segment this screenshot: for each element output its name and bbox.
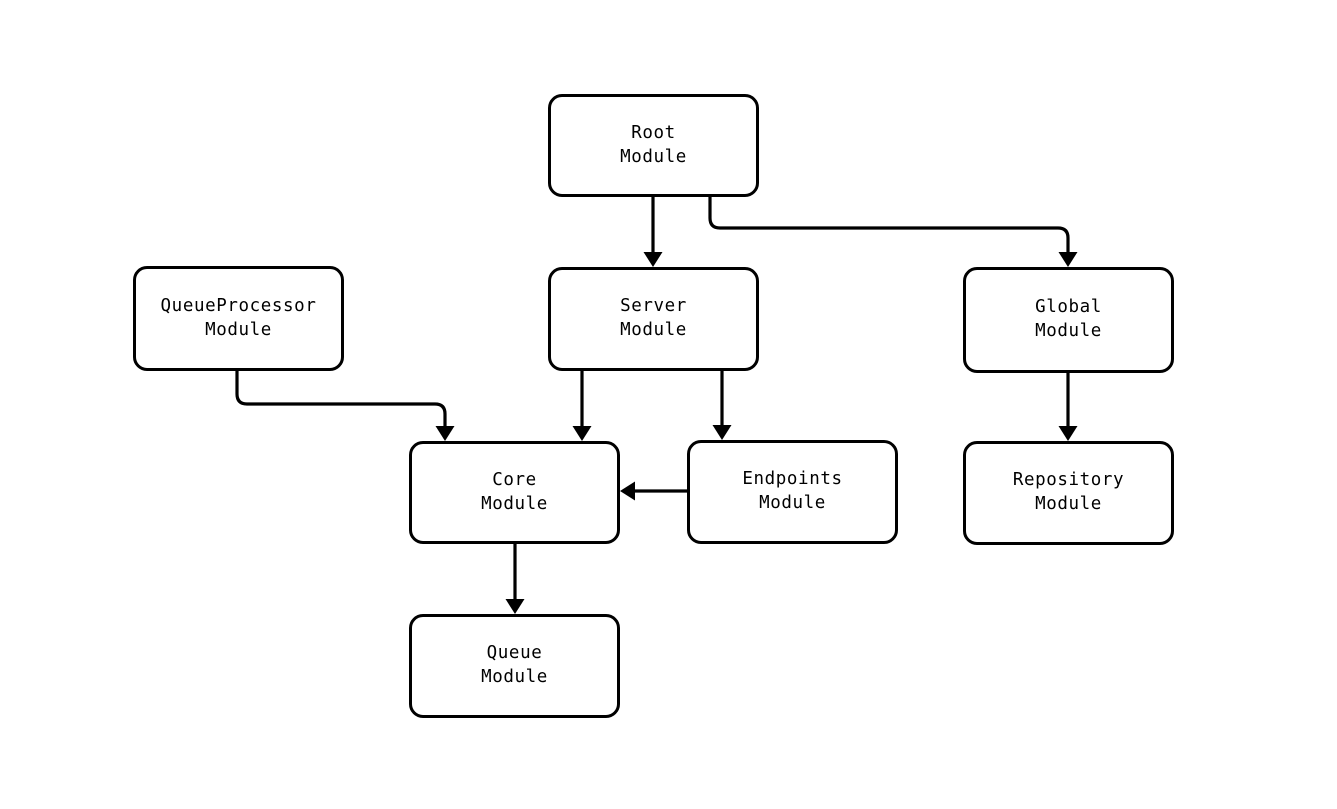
node-core-name: Core: [492, 469, 537, 490]
arrowhead-global-to-repository: [1058, 426, 1078, 441]
node-queueprocessor-name: QueueProcessor: [160, 295, 317, 316]
arrowhead-core-to-queue: [505, 599, 525, 614]
arrowhead-endpoints-to-core: [620, 481, 635, 501]
node-server-suffix: Module: [620, 320, 687, 340]
node-queue-suffix: Module: [481, 667, 548, 687]
node-endpoints-suffix: Module: [759, 493, 826, 513]
arrowhead-server-to-core: [572, 426, 592, 441]
arrowhead-queueprocessor-to-core: [435, 426, 455, 441]
node-root-name: Root: [631, 122, 676, 143]
arrowhead-server-to-endpoints: [712, 425, 732, 440]
node-global-suffix: Module: [1035, 321, 1102, 341]
node-server-name: Server: [620, 296, 687, 317]
node-core-suffix: Module: [481, 493, 548, 514]
arrowhead-root-to-global: [1058, 252, 1078, 267]
node-repository-name: Repository: [1012, 470, 1125, 491]
edge-queueprocessor-to-core: [235, 371, 447, 432]
node-repository-suffix: Module: [1035, 494, 1102, 514]
node-global-name: Global: [1035, 297, 1102, 318]
node-endpoints-name: Endpoints: [742, 469, 843, 490]
node-queueprocessor-suffix: Module: [205, 319, 272, 340]
arrowhead-root-to-server: [643, 252, 663, 267]
node-root-suffix: Module: [620, 146, 687, 167]
node-queue-name: Queue: [486, 643, 543, 664]
edge-root-to-global: [708, 197, 1070, 258]
